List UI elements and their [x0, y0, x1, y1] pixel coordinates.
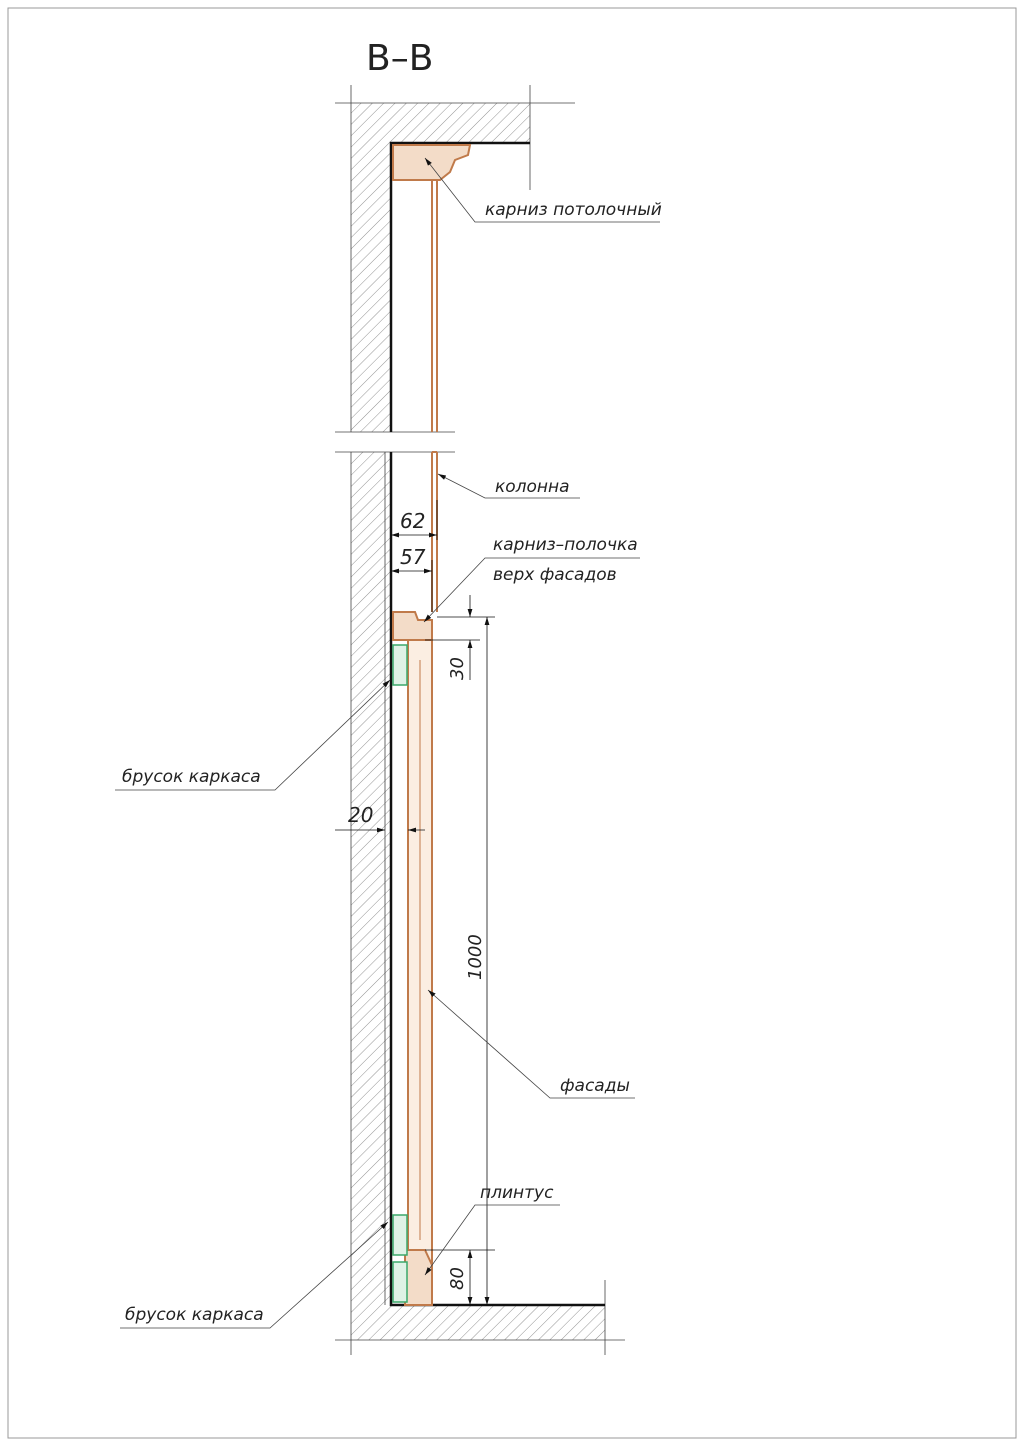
- extension-lines: [335, 85, 625, 1355]
- label-ceiling-cornice: карниз потолочный: [485, 200, 662, 220]
- dim-57: 57: [400, 545, 426, 569]
- leader-lines: [115, 157, 660, 1329]
- ceiling-cornice: [392, 144, 472, 181]
- shelf-cornice: [392, 611, 433, 641]
- wall-hatch: [351, 103, 605, 1340]
- dim-30: 30: [447, 657, 468, 680]
- frame-bars: [392, 644, 408, 1303]
- wood-elements: [392, 144, 472, 1306]
- dim-1000: 1000: [465, 934, 486, 980]
- dim-20: 20: [348, 803, 373, 827]
- label-frame-bar-bottom: брусок каркаса: [125, 1305, 264, 1325]
- label-baseboard: плинтус: [480, 1183, 554, 1203]
- label-facades: фасады: [560, 1076, 630, 1096]
- label-facade-top: верх фасадов: [493, 565, 617, 585]
- wall-outline: [389, 141, 605, 1307]
- label-frame-bar-top: брусок каркаса: [122, 767, 261, 787]
- label-column: колонна: [495, 477, 570, 497]
- dim-62: 62: [400, 509, 425, 533]
- section-title: B–B: [366, 38, 433, 79]
- label-shelf-cornice: карниз–полочка: [493, 535, 638, 555]
- sheet-border: [7, 7, 1017, 1439]
- baseboard: [404, 1249, 433, 1306]
- dimension-lines: [335, 500, 495, 1305]
- dim-80: 80: [447, 1267, 468, 1290]
